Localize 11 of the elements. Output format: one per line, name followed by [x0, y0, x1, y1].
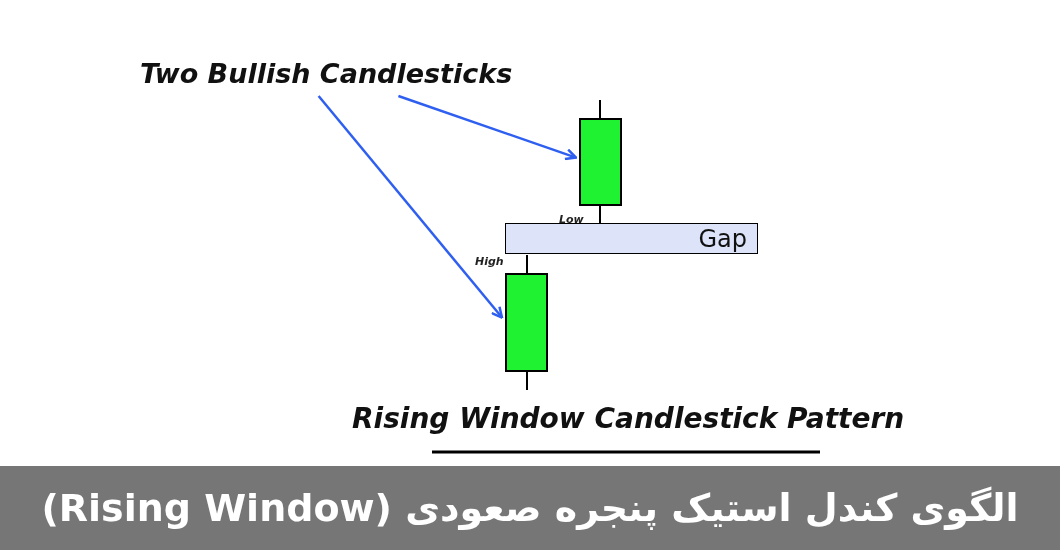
candlestick-body [505, 273, 548, 372]
arrow [398, 94, 578, 161]
arrow [317, 95, 504, 319]
gap-band [505, 223, 758, 254]
caption: Rising Window Candlestick Pattern [352, 402, 905, 435]
price-label: Low [559, 213, 584, 226]
title: الگوی کندل استیک پنجره صعودی (Rising Window) [41, 486, 1019, 530]
annotation-text: Two Bullish Candlesticks [140, 52, 520, 94]
gap-label: Gap [698, 224, 747, 253]
candlestick-body [579, 118, 622, 206]
price-label: High [475, 255, 504, 268]
